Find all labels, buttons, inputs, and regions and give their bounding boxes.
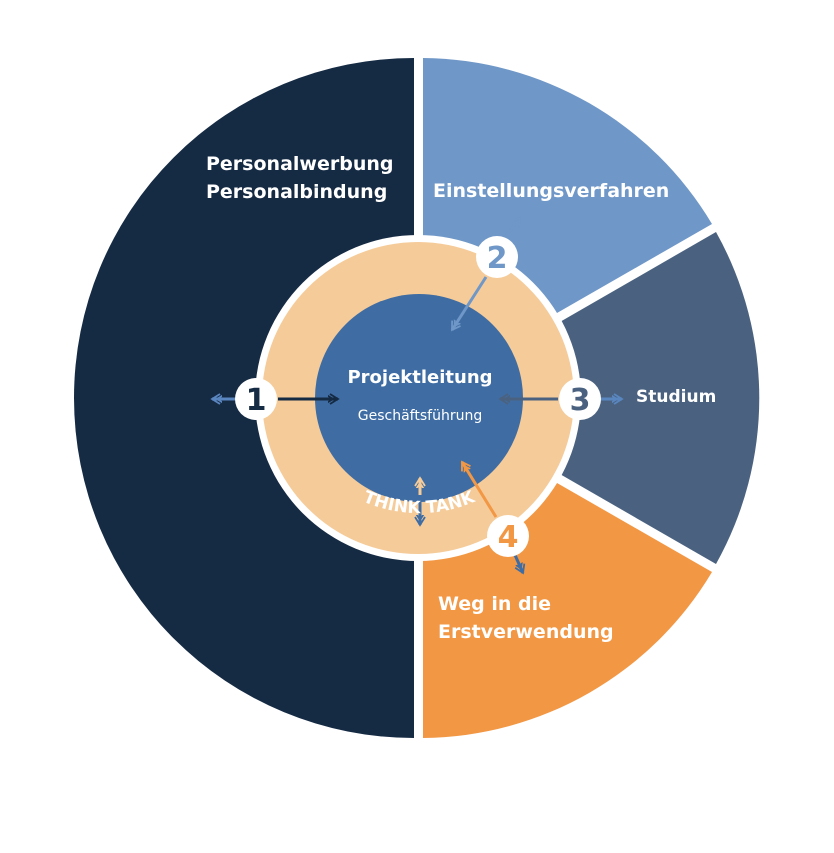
badge-2: 2: [476, 236, 518, 278]
badge-4-number: 4: [498, 520, 519, 555]
center-title: Projektleitung: [347, 367, 492, 388]
arrow-2-in: [450, 276, 488, 330]
center-subtitle: Geschäftsführung: [358, 408, 482, 424]
label-personalwerbung: Personalwerbung: [206, 153, 393, 175]
badge-4: 4: [487, 515, 529, 557]
label-erstverwendung: Erstverwendung: [438, 621, 614, 643]
label-studium: Studium: [636, 387, 716, 407]
badge-2-number: 2: [487, 241, 508, 276]
badge-3: 3: [559, 378, 601, 420]
badge-1: 1: [235, 378, 277, 420]
badge-3-number: 3: [570, 383, 591, 418]
badge-1-number: 1: [246, 383, 267, 418]
label-personalbindung: Personalbindung: [206, 181, 387, 203]
arrow-4-in: [460, 462, 498, 518]
label-einstellungsverfahren: Einstellungsverfahren: [433, 180, 669, 202]
arrow-4-out: [515, 554, 523, 573]
label-weg-in-die: Weg in die: [438, 593, 551, 615]
arrow-2-out: [503, 218, 522, 238]
center-circle: [315, 294, 523, 502]
